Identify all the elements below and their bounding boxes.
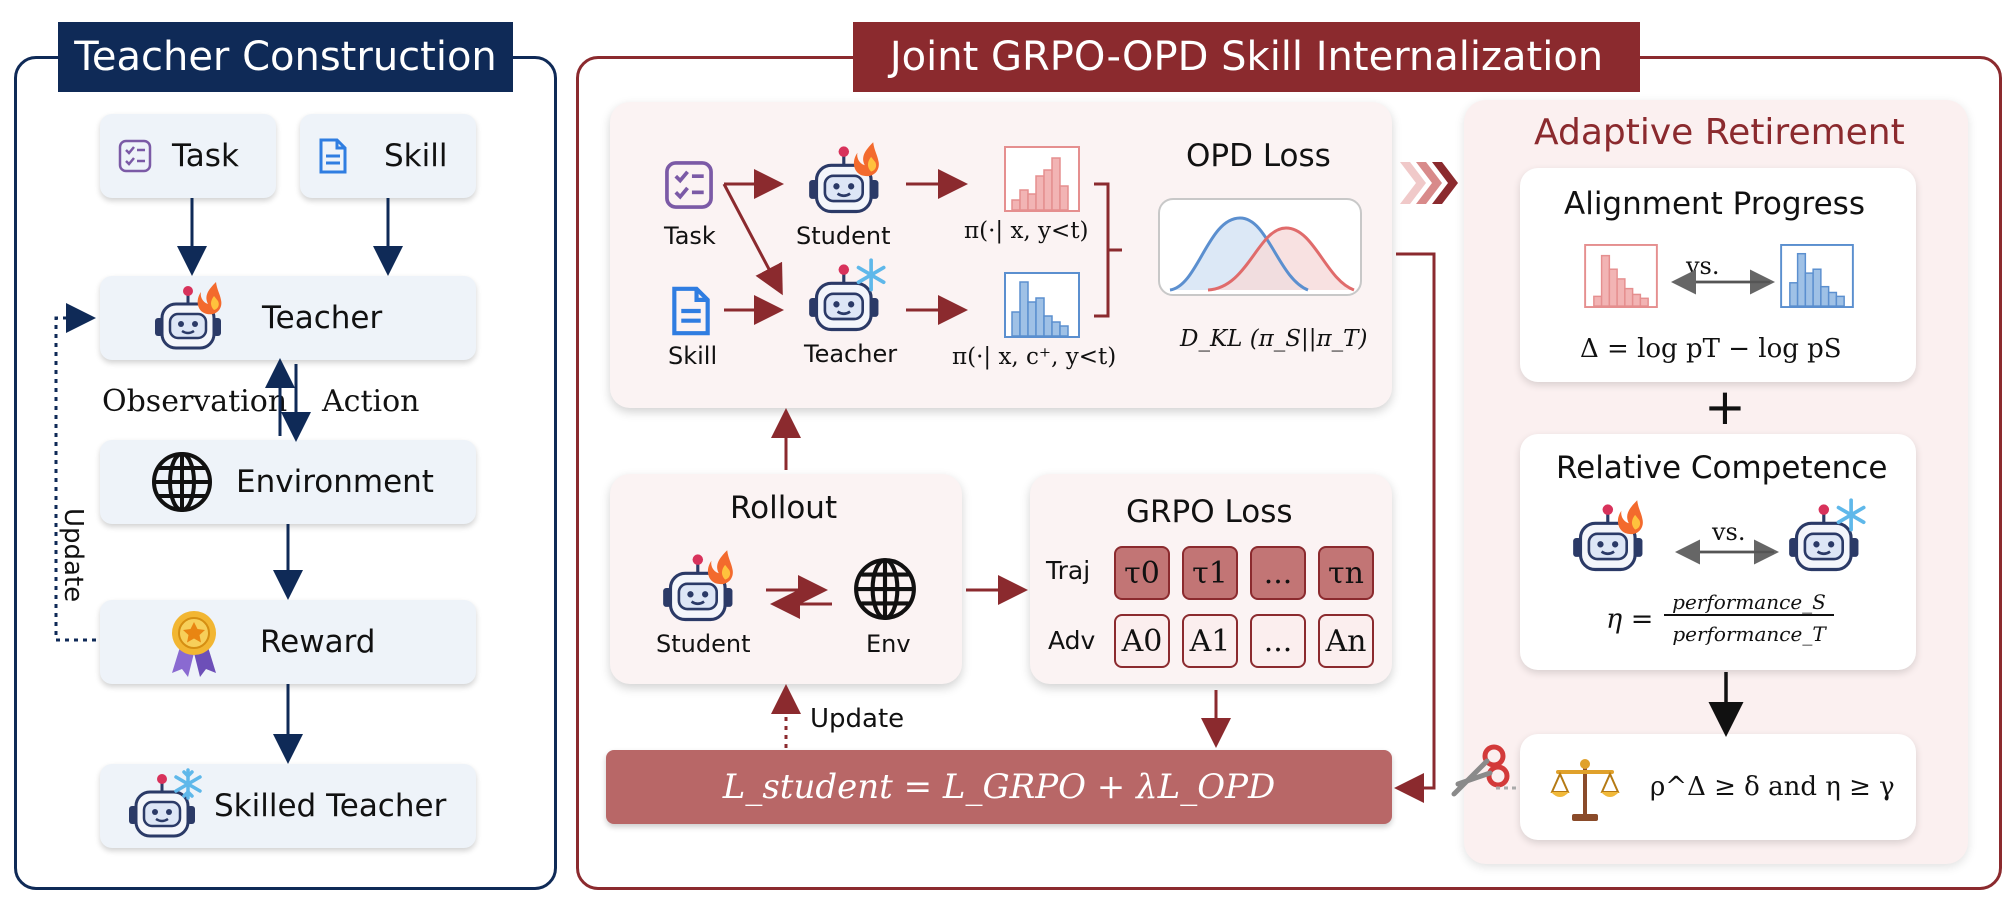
teacher-construction-title: Teacher Construction xyxy=(58,22,513,92)
skill-card: Skill xyxy=(300,114,476,198)
opd-loss-title: OPD Loss xyxy=(1186,138,1331,174)
adv-cell-ellipsis: ... xyxy=(1250,614,1306,668)
task-checklist-icon xyxy=(665,161,713,209)
relative-competence-title: Relative Competence xyxy=(1556,450,1888,486)
task-card: Task xyxy=(100,114,276,198)
vs-label-2: vs. xyxy=(1712,518,1746,546)
opd-teacher-label: Teacher xyxy=(804,340,898,368)
student-distribution-histogram xyxy=(1004,146,1080,212)
adv-cell-n: An xyxy=(1318,614,1374,668)
environment-label: Environment xyxy=(236,464,434,500)
document-icon xyxy=(319,138,347,174)
eta-denominator: performance_T xyxy=(1672,622,1826,646)
traj-cell-0: τ0 xyxy=(1114,546,1170,600)
eta-numerator: performance_S xyxy=(1664,590,1834,616)
teacher-label: Teacher xyxy=(262,300,383,336)
student-loss-bar: L_student = L_GRPO + λL_OPD xyxy=(606,750,1392,824)
grpo-loss-title: GRPO Loss xyxy=(1126,494,1293,530)
rollout-title: Rollout xyxy=(730,490,838,526)
opd-skill-label: Skill xyxy=(668,342,718,370)
adv-label: Adv xyxy=(1048,626,1096,655)
competence-teacher-robot-icon xyxy=(1789,498,1866,572)
adv-cell-0: A0 xyxy=(1114,614,1170,668)
alignment-teacher-histogram xyxy=(1780,244,1854,308)
traj-cell-ellipsis: ... xyxy=(1250,546,1306,600)
teacher-distribution-histogram xyxy=(1004,272,1080,338)
skilled-teacher-card: Skilled Teacher xyxy=(100,764,476,848)
pi-student-label: π(·| x, y<t) xyxy=(964,218,1089,244)
globe-icon xyxy=(152,452,212,512)
robot-snowflake-icon xyxy=(129,768,202,838)
reward-card: Reward xyxy=(100,600,476,684)
rollout-env-label: Env xyxy=(866,630,911,658)
retirement-condition: ρ^Δ ≥ δ and η ≥ γ xyxy=(1650,772,1895,802)
environment-card: Environment xyxy=(100,440,476,524)
competence-student-robot-icon xyxy=(1573,500,1643,572)
traj-cell-1: τ1 xyxy=(1182,546,1238,600)
update-label-right: Update xyxy=(810,704,905,734)
medal-icon xyxy=(172,611,216,677)
skill-label: Skill xyxy=(384,138,448,174)
reward-label: Reward xyxy=(260,624,376,660)
teacher-robot-snowflake-icon xyxy=(809,258,886,332)
opd-task-label: Task xyxy=(664,222,716,250)
adaptive-retirement-title: Adaptive Retirement xyxy=(1534,112,1905,153)
adv-cell-1: A1 xyxy=(1182,614,1238,668)
traj-cell-n: τn xyxy=(1318,546,1374,600)
rollout-student-robot-icon xyxy=(663,550,733,622)
joint-grpo-opd-title: Joint GRPO-OPD Skill Internalization xyxy=(853,22,1640,92)
task-label: Task xyxy=(172,138,239,174)
action-label: Action xyxy=(322,384,420,419)
chevron-arrows-icon xyxy=(1400,162,1458,204)
opd-student-label: Student xyxy=(796,222,891,250)
delta-formula: Δ = log pT − log pS xyxy=(1580,334,1842,364)
observation-label: Observation xyxy=(102,384,288,419)
traj-label: Traj xyxy=(1046,556,1091,585)
rollout-student-label: Student xyxy=(656,630,751,658)
teacher-card: Teacher xyxy=(100,276,476,360)
plus-sign: + xyxy=(1704,378,1746,436)
pi-teacher-label: π(·| x, c⁺, y<t) xyxy=(952,344,1117,370)
rollout-box xyxy=(610,474,962,684)
balance-scale-icon xyxy=(1550,759,1620,821)
student-robot-fire-icon xyxy=(809,142,879,214)
skilled-teacher-label: Skilled Teacher xyxy=(214,788,447,824)
skill-document-icon xyxy=(672,286,710,336)
eta-lhs: η = xyxy=(1606,604,1654,635)
robot-fire-icon xyxy=(155,282,222,350)
distribution-overlap-plot xyxy=(1158,198,1362,296)
checklist-icon xyxy=(118,139,152,173)
dkl-formula: D_KL (π_S||π_T) xyxy=(1180,326,1368,352)
scissors-icon xyxy=(1451,744,1510,797)
env-globe-icon xyxy=(854,558,916,620)
alignment-progress-title: Alignment Progress xyxy=(1564,186,1865,222)
alignment-student-histogram xyxy=(1584,244,1658,308)
